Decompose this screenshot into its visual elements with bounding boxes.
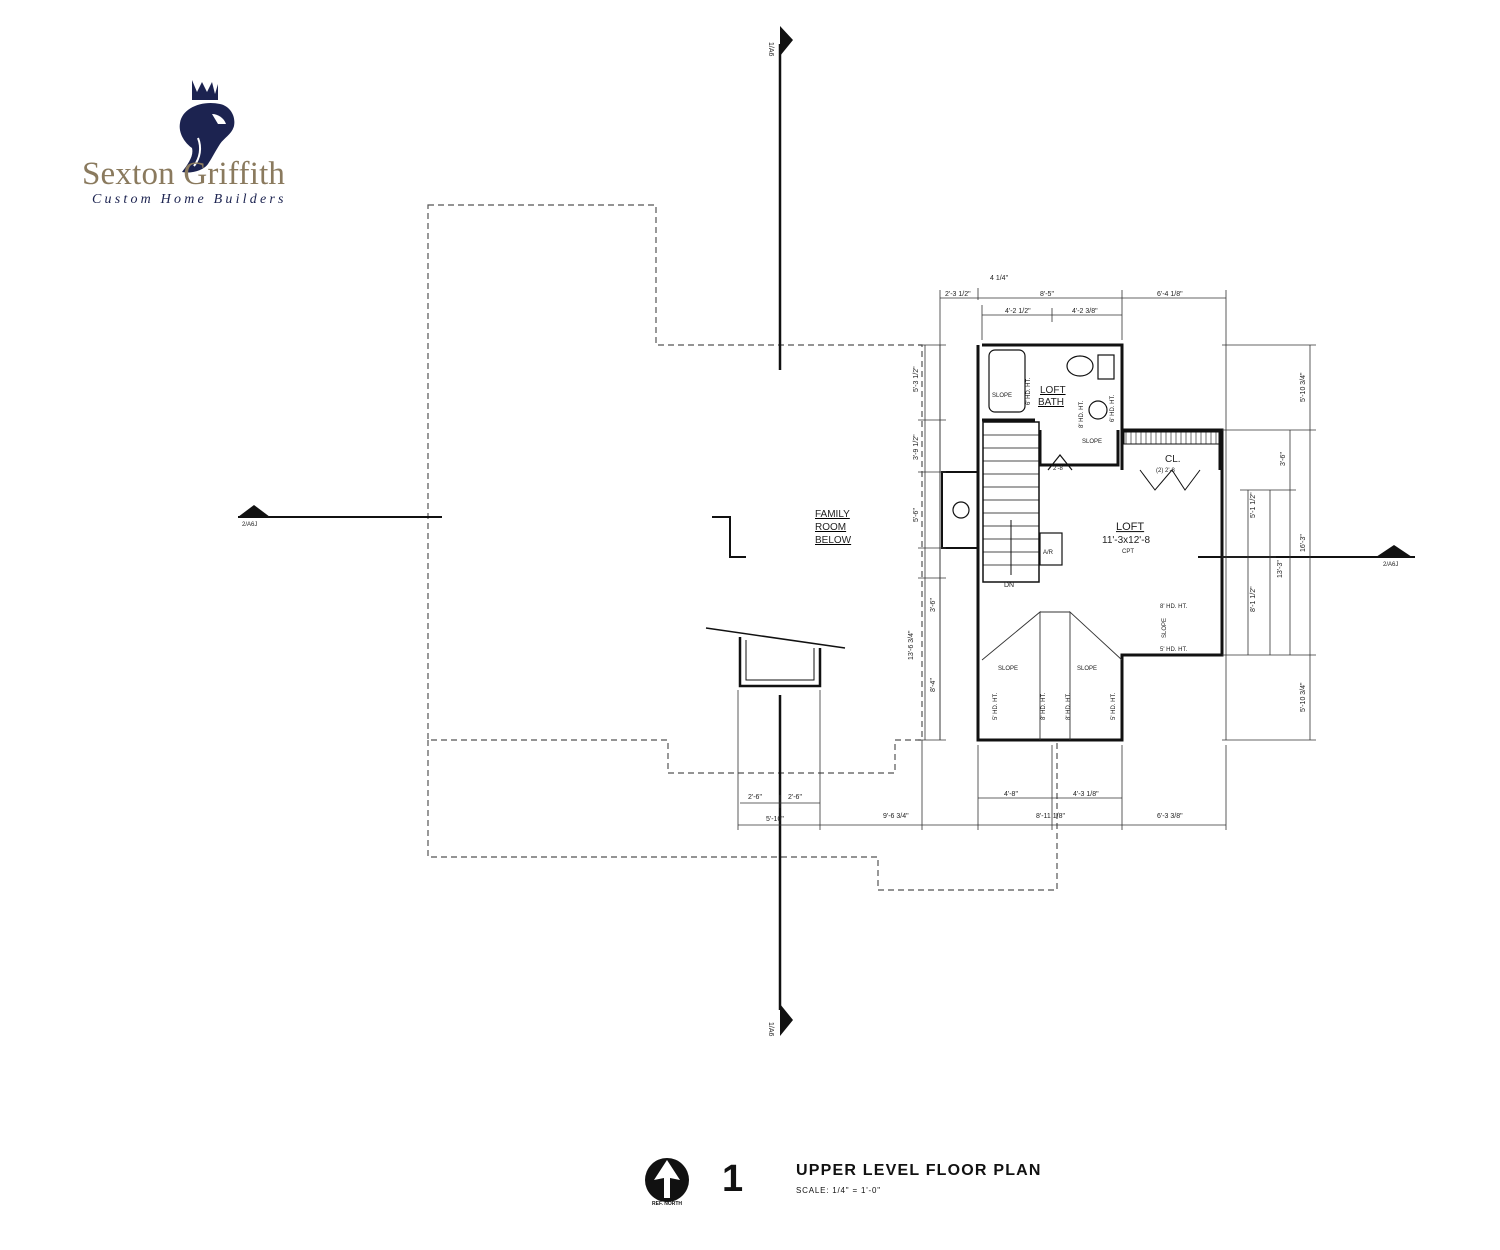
stair (982, 421, 1040, 583)
svg-text:4 1/4": 4 1/4" (990, 275, 1009, 282)
panther-crown-icon (179, 80, 235, 173)
section-marker-left: 2/A6J (238, 505, 270, 528)
bath-door-label: 2'-8 (1053, 466, 1063, 472)
svg-text:8' HD. HT.: 8' HD. HT. (1041, 693, 1047, 720)
svg-text:BELOW: BELOW (815, 535, 852, 546)
svg-text:5'-10 3/4": 5'-10 3/4" (1300, 682, 1307, 712)
ar-box (1039, 532, 1063, 566)
svg-text:5'-6": 5'-6" (913, 508, 920, 522)
svg-text:4'-2 3/8": 4'-2 3/8" (1072, 308, 1098, 315)
bath-fixtures (988, 349, 1115, 471)
svg-text:9'-6 3/4": 9'-6 3/4" (883, 813, 909, 820)
svg-text:5' HD. HT.: 5' HD. HT. (1111, 693, 1117, 720)
svg-text:5' HD. HT.: 5' HD. HT. (993, 693, 999, 720)
svg-text:6' HD. HT.: 6' HD. HT. (1026, 378, 1032, 405)
chimney-box (941, 471, 979, 549)
svg-text:6'-4 1/8": 6'-4 1/8" (1157, 291, 1183, 298)
svg-text:SLOPE: SLOPE (1162, 618, 1168, 638)
stair-dn-label: DN (1004, 582, 1014, 589)
drawing-scale: SCALE: 1/4" = 1'-0" (796, 1186, 881, 1195)
closet-label: CL. (1165, 454, 1181, 465)
loft-bath-label: LOFT BATH (1038, 385, 1066, 408)
svg-text:SLOPE: SLOPE (1082, 439, 1102, 445)
svg-text:3'-6": 3'-6" (930, 598, 937, 612)
svg-text:LOFT: LOFT (1040, 385, 1066, 396)
loft-label: LOFT 11'-3x12'-8 CPT (1102, 521, 1151, 555)
closet-shelf (1123, 431, 1221, 491)
brand-logo: Sexton Griffith Custom Home Builders (80, 78, 340, 218)
svg-text:4'-2 1/2": 4'-2 1/2" (1005, 308, 1031, 315)
svg-text:BATH: BATH (1038, 397, 1064, 408)
svg-text:2/A6J: 2/A6J (242, 522, 257, 528)
svg-text:CPT: CPT (1122, 549, 1134, 555)
svg-text:5'-1 1/2": 5'-1 1/2" (1250, 492, 1257, 518)
dimension-labels: 4 1/4" 2'-3 1/2" 8'-5" 6'-4 1/8" 4'-2 1/… (748, 275, 1307, 823)
svg-text:2/A6J: 2/A6J (1383, 562, 1398, 568)
svg-text:ROOM: ROOM (815, 522, 846, 533)
section-marker-top: 1/A6 (767, 26, 793, 57)
svg-text:SLOPE: SLOPE (998, 666, 1018, 672)
svg-text:1/A6: 1/A6 (767, 1022, 774, 1037)
svg-text:16'-3": 16'-3" (1300, 534, 1307, 552)
brand-tagline: Custom Home Builders (92, 192, 287, 207)
dimension-lines (737, 288, 1316, 830)
svg-text:13'-3": 13'-3" (1277, 560, 1284, 578)
brand-name: Sexton Griffith (82, 156, 286, 192)
svg-text:2'-3 1/2": 2'-3 1/2" (945, 291, 971, 298)
svg-text:SLOPE: SLOPE (1077, 666, 1097, 672)
svg-text:4'-8": 4'-8" (1004, 791, 1018, 798)
section-marker-bottom: 1/A6 (767, 1004, 793, 1037)
closet-door-label: (2) 2'-8 (1156, 468, 1175, 474)
svg-text:LOFT: LOFT (1116, 521, 1144, 533)
svg-text:8' HD. HT.: 8' HD. HT. (1079, 401, 1085, 428)
svg-text:SLOPE: SLOPE (992, 393, 1012, 399)
drawing-number: 1 (722, 1158, 744, 1200)
section-marker-right: 2/A6J (1376, 545, 1412, 568)
bay-window (705, 627, 846, 688)
svg-text:8'-5": 8'-5" (1040, 291, 1054, 298)
ar-label: A/R (1043, 550, 1054, 556)
svg-text:3'-6": 3'-6" (1280, 452, 1287, 466)
svg-text:2'-6": 2'-6" (788, 794, 802, 801)
family-room-edge (712, 516, 746, 558)
svg-text:5'-10 3/4": 5'-10 3/4" (1300, 372, 1307, 402)
svg-text:8'-11 1/8": 8'-11 1/8" (1036, 813, 1066, 820)
svg-text:FAMILY: FAMILY (815, 509, 850, 520)
svg-text:5'-3 1/2": 5'-3 1/2" (913, 366, 920, 392)
svg-text:6' HD. HT.: 6' HD. HT. (1110, 395, 1116, 422)
svg-text:11'-3x12'-8: 11'-3x12'-8 (1102, 535, 1151, 546)
svg-text:4'-3 1/8": 4'-3 1/8" (1073, 791, 1099, 798)
drawing-title: UPPER LEVEL FLOOR PLAN (796, 1162, 1042, 1179)
main-level-outline (427, 204, 1058, 891)
loft-walls (976, 343, 1224, 742)
svg-text:8'-1 1/2": 8'-1 1/2" (1250, 586, 1257, 612)
svg-text:1/A6: 1/A6 (767, 42, 774, 57)
svg-text:6'-3 3/8": 6'-3 3/8" (1157, 813, 1183, 820)
svg-text:8' HD. HT.: 8' HD. HT. (1066, 693, 1072, 720)
ceiling-notes: SLOPE SLOPE SLOPE SLOPE SLOPE 8' HD. HT.… (992, 378, 1187, 720)
svg-text:13'-6 3/4": 13'-6 3/4" (908, 630, 915, 660)
svg-text:5' HD. HT.: 5' HD. HT. (1160, 647, 1187, 653)
svg-text:8' HD. HT.: 8' HD. HT. (1160, 604, 1187, 610)
north-arrow-icon (645, 1158, 689, 1202)
svg-text:8'-4": 8'-4" (930, 678, 937, 692)
svg-text:2'-6": 2'-6" (748, 794, 762, 801)
svg-text:5'-10": 5'-10" (766, 816, 784, 823)
north-label: REF. NORTH (652, 1201, 682, 1207)
slope-lines (981, 610, 1123, 740)
svg-text:3'-9 1/2": 3'-9 1/2" (913, 434, 920, 460)
family-room-label: FAMILY ROOM BELOW (815, 509, 852, 546)
